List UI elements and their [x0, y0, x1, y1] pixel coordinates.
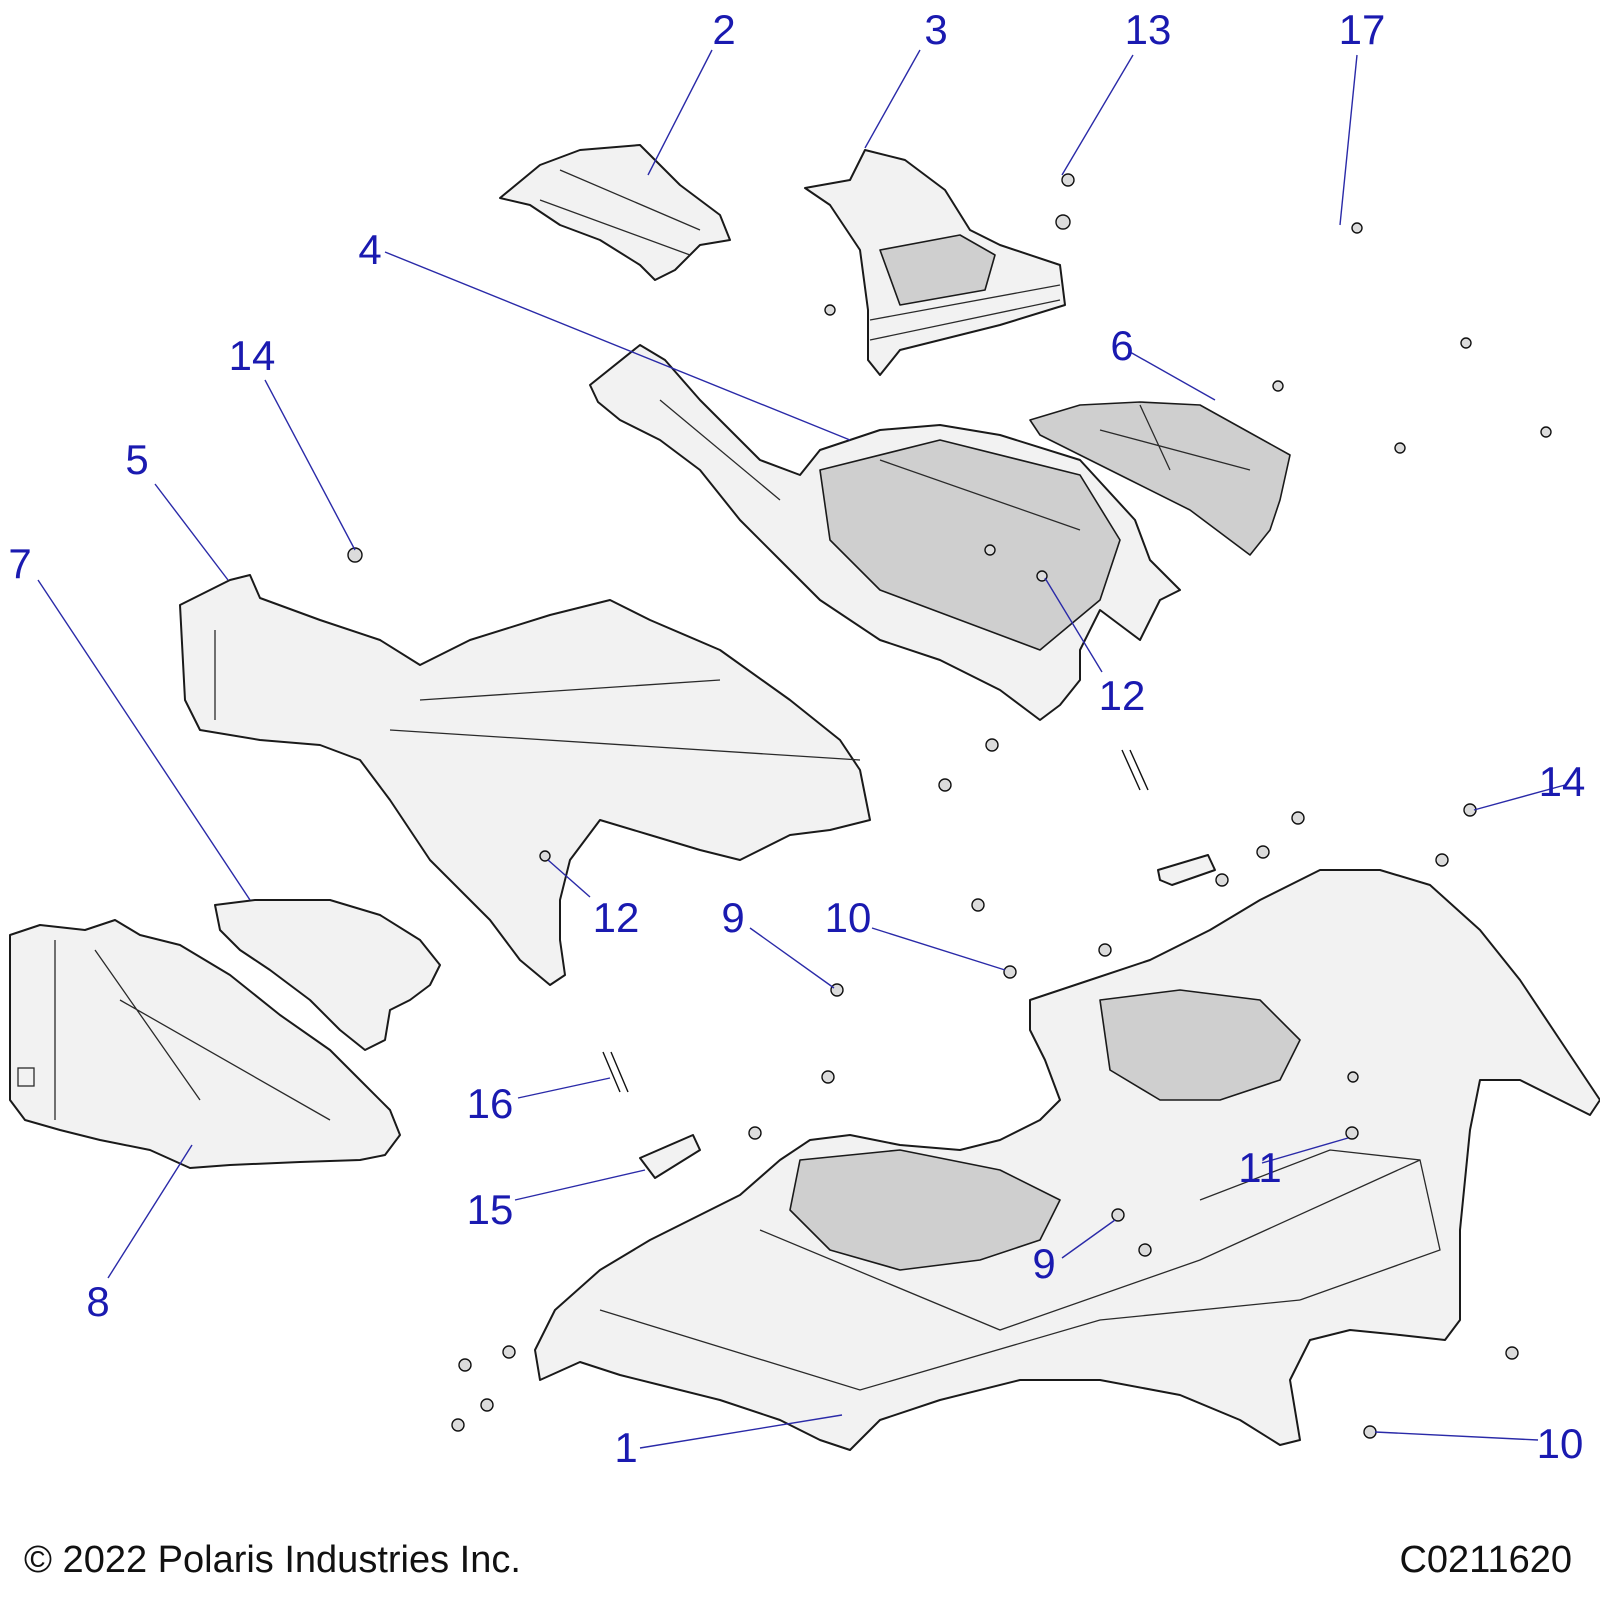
fastener-clip [1351, 222, 1363, 234]
callout-9: 9 [721, 894, 744, 941]
drawing-number: C0211620 [1399, 1539, 1572, 1581]
fastener-clip [451, 1418, 465, 1432]
fastener-clip [1138, 1243, 1152, 1257]
fasteners [347, 173, 1552, 1439]
fastener-clip [938, 778, 952, 792]
fastener-clip [1215, 873, 1229, 887]
callout-8: 8 [86, 1278, 109, 1325]
callout-12: 12 [1099, 672, 1146, 719]
fastener-clip [1347, 1071, 1359, 1083]
fastener-clip [1505, 1346, 1519, 1360]
part-1-front-rack [534, 869, 1600, 1451]
fastener-pin [1121, 749, 1149, 791]
callout-11: 11 [1238, 1144, 1282, 1191]
fastener-clip [1345, 1126, 1359, 1140]
callout-9: 9 [1032, 1240, 1055, 1287]
fastener-clip [971, 898, 985, 912]
callout-15: 15 [467, 1186, 514, 1233]
part-7-shield [214, 899, 441, 1051]
fastener-clip [984, 544, 996, 556]
part-6-side-panel [1029, 401, 1291, 556]
callout-16: 16 [467, 1080, 514, 1127]
fastener-clip [830, 983, 844, 997]
fastener-clip [502, 1345, 516, 1359]
fastener-clip [1435, 853, 1449, 867]
fastener-clip [1394, 442, 1406, 454]
fastener-clip [1460, 337, 1472, 349]
fastener-bracket [639, 1134, 701, 1179]
fastener-clip [1055, 214, 1071, 230]
callout-14: 14 [1539, 758, 1586, 805]
callout-1: 1 [614, 1424, 637, 1471]
fastener-clip [347, 547, 363, 563]
part-2-panel [499, 144, 731, 281]
callout-10: 10 [825, 894, 872, 941]
fastener-clip [1272, 380, 1284, 392]
fastener-pin [602, 1051, 629, 1093]
callout-14: 14 [229, 332, 276, 379]
fastener-clip [458, 1358, 472, 1372]
part-4-center-body [589, 344, 1181, 721]
leader-lines [37, 49, 1566, 1449]
callout-6: 6 [1110, 322, 1133, 369]
copyright-notice: © 2022 Polaris Industries Inc. [24, 1539, 521, 1581]
exploded-parts-diagram: 2 3 13 17 4 14 6 5 7 12 14 12 9 10 16 11… [8, 6, 1600, 1471]
fastener-clip [1098, 943, 1112, 957]
callout-17: 17 [1339, 6, 1386, 53]
part-8-fender [9, 919, 401, 1169]
callout-5: 5 [125, 436, 148, 483]
fastener-clip [1003, 965, 1017, 979]
fastener-clip [821, 1070, 835, 1084]
fastener-clip [824, 304, 836, 316]
fastener-clip [748, 1126, 762, 1140]
fastener-clip [1291, 811, 1305, 825]
callout-labels: 2 3 13 17 4 14 6 5 7 12 14 12 9 10 16 11… [8, 6, 1585, 1471]
fastener-clip [1061, 173, 1075, 187]
callout-12: 12 [593, 894, 640, 941]
callout-7: 7 [8, 540, 31, 587]
fastener-clip [1540, 426, 1552, 438]
callout-10: 10 [1537, 1420, 1584, 1467]
fastener-clip [1256, 845, 1270, 859]
fastener-clip [480, 1398, 494, 1412]
part-5-left-body [179, 574, 871, 986]
callout-2: 2 [712, 6, 735, 53]
callout-4: 4 [358, 226, 381, 273]
callout-13: 13 [1125, 6, 1172, 53]
fastener-clip [1111, 1208, 1125, 1222]
fastener-clip [985, 738, 999, 752]
fastener-bracket [1157, 854, 1216, 886]
part-3-console [804, 149, 1066, 376]
fastener-clip [1363, 1425, 1377, 1439]
callout-3: 3 [924, 6, 947, 53]
fastener-clip [539, 850, 551, 862]
